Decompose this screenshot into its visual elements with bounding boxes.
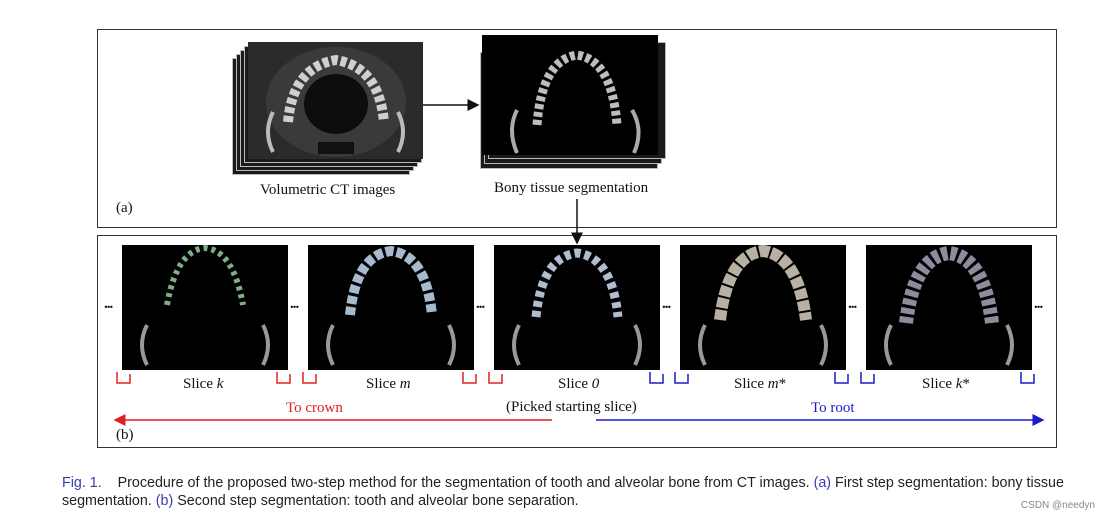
ellipsis: ... [1034,296,1043,312]
slice-image-m-star [680,245,846,370]
ellipsis: ... [476,296,485,312]
slice-label-m: Slice m [366,376,411,392]
ct-image [248,42,423,159]
slice-label-0: Slice 0 [558,376,600,392]
bony-image [482,35,658,155]
slice-image-k-star [866,245,1032,370]
figure-caption: Fig. 1. Procedure of the proposed two-st… [62,475,1064,509]
panel-a-label: (a) [116,200,133,216]
bony-label: Bony tissue segmentation [494,180,649,196]
crown-brackets [116,372,503,384]
ellipsis: ... [662,296,671,312]
ct-label: Volumetric CT images [260,182,396,198]
figure-number: Fig. 1. [62,475,102,491]
slice-label-k-star: Slice k* [922,376,970,392]
slice-image-m [308,245,474,370]
panel-b-label: (b) [116,427,134,443]
watermark: CSDN @needyn [1020,500,1095,511]
slice-label-k: Slice k [183,376,224,392]
to-root-label: To root [811,400,855,416]
root-brackets [649,372,1035,384]
slice-image-0 [494,245,660,370]
ellipsis: ... [290,296,299,312]
slice-image-k [122,245,288,370]
ellipsis: ... [104,296,113,312]
picked-starting-slice-label: (Picked starting slice) [506,399,637,415]
slice-label-m-star: Slice m* [734,376,787,392]
to-crown-label: To crown [286,400,343,416]
ellipsis: ... [848,296,857,312]
